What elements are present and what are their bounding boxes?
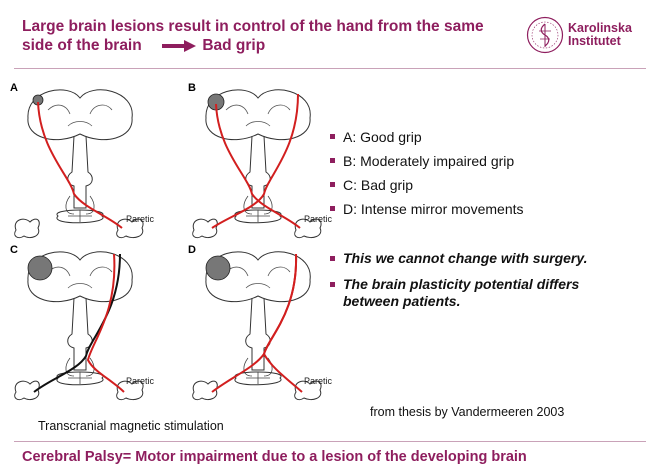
panel-label: A [10,82,18,94]
bullet-item: C: Bad grip [330,176,630,194]
title-divider [14,68,646,69]
panel-label: B [188,82,196,94]
emphasis-bullet-item: The brain plasticity potential differs b… [330,276,630,310]
emphasis-bullet-list: This we cannot change with surgery. The b… [330,250,630,319]
paretic-label: Paretic [304,376,333,386]
karolinska-logo: Karolinska Institutet [526,14,638,62]
pathway-contralateral [216,104,300,228]
lesion-mark [28,256,52,280]
footer-divider [14,441,646,442]
caption-tms: Transcranial magnetic stimulation [38,419,224,433]
emphasis-bullet-item: This we cannot change with surgery. [330,250,630,267]
panel-label: D [188,244,196,256]
bullet-item: A: Good grip [330,128,630,146]
lesion-mark [206,256,230,280]
footer-text: Cerebral Palsy= Motor impairment due to … [22,449,527,465]
paretic-label: Paretic [304,214,333,224]
title-result: Bad grip [202,37,265,54]
bullet-item: D: Intense mirror movements [330,200,630,218]
paretic-label: Paretic [126,376,155,386]
right-arrow-icon [162,40,196,52]
pathway-contralateral [38,102,122,228]
caption-source: from thesis by Vandermeeren 2003 [370,405,564,419]
paretic-label: Paretic [126,214,155,224]
panel-a: A Paretic [10,82,155,238]
slide-title: Large brain lesions result in control of… [22,17,512,55]
pathway-contralateral [264,254,302,392]
logo-line2: Institutet [568,35,632,48]
panel-d: D Paretic [188,244,333,400]
panel-b: B Paretic [188,82,333,238]
logo-name: Karolinska Institutet [568,22,632,48]
panel-label: C [10,244,18,256]
bullet-item: B: Moderately impaired grip [330,152,630,170]
panel-c: C Paretic [10,244,155,400]
seal-icon [526,16,564,54]
